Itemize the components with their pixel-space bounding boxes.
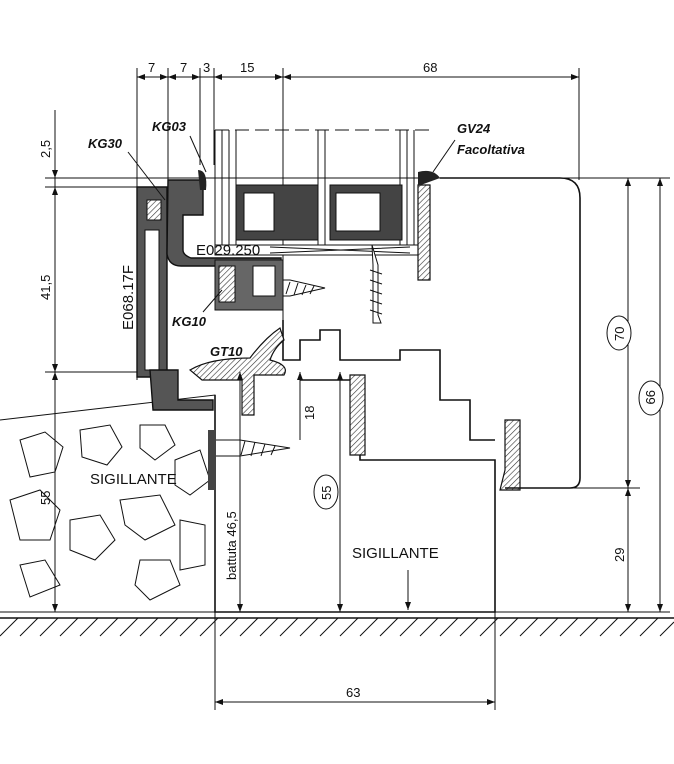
dim-3: 3 <box>203 60 210 75</box>
facoltativa-label: Facoltativa <box>457 142 525 157</box>
dim-70: 70 <box>612 327 627 341</box>
sigillante-right-label: SIGILLANTE <box>352 545 439 562</box>
dim-99: 99 <box>643 390 658 404</box>
callouts: KG30 KG03 GV24 Facoltativa KG10 GT10 <box>88 119 525 359</box>
kg10-label: KG10 <box>172 314 207 329</box>
dim-7b: 7 <box>180 60 187 75</box>
dim-55-circled: 55 <box>319 486 334 500</box>
dim-29: 29 <box>612 548 627 562</box>
dim-15: 15 <box>240 60 254 75</box>
right-dimension-chain: 70 99 29 <box>495 177 670 613</box>
dim-63: 63 <box>346 685 360 700</box>
ground-line <box>0 617 674 637</box>
gt10-label: GT10 <box>210 344 243 359</box>
sigillante-left-label: SIGILLANTE <box>90 471 177 488</box>
sash-outline <box>440 177 581 489</box>
dim-7a: 7 <box>148 60 155 75</box>
dim-2-5: 2,5 <box>38 140 53 158</box>
inner-dimensions: 18 battuta 46,5 55 <box>224 372 343 612</box>
kg10-profile <box>214 259 284 311</box>
gt10-gasket <box>149 327 521 491</box>
gv24-label: GV24 <box>457 121 491 136</box>
kg03-label: KG03 <box>152 119 187 134</box>
kg30-label: KG30 <box>88 136 123 151</box>
bottom-dimension: 63 <box>214 612 496 710</box>
dim-55-left: 55 <box>38 491 53 505</box>
e068-label: E068.17F <box>120 265 137 330</box>
glazing-unit: E029.250 <box>196 129 440 281</box>
e029-label: E029.250 <box>196 242 260 259</box>
dim-68: 68 <box>423 60 437 75</box>
dim-18: 18 <box>302 406 317 420</box>
masonry-wall: SIGILLANTE <box>0 394 216 613</box>
battuta-dim: battuta 46,5 <box>224 511 239 580</box>
dim-41-5: 41,5 <box>38 275 53 300</box>
